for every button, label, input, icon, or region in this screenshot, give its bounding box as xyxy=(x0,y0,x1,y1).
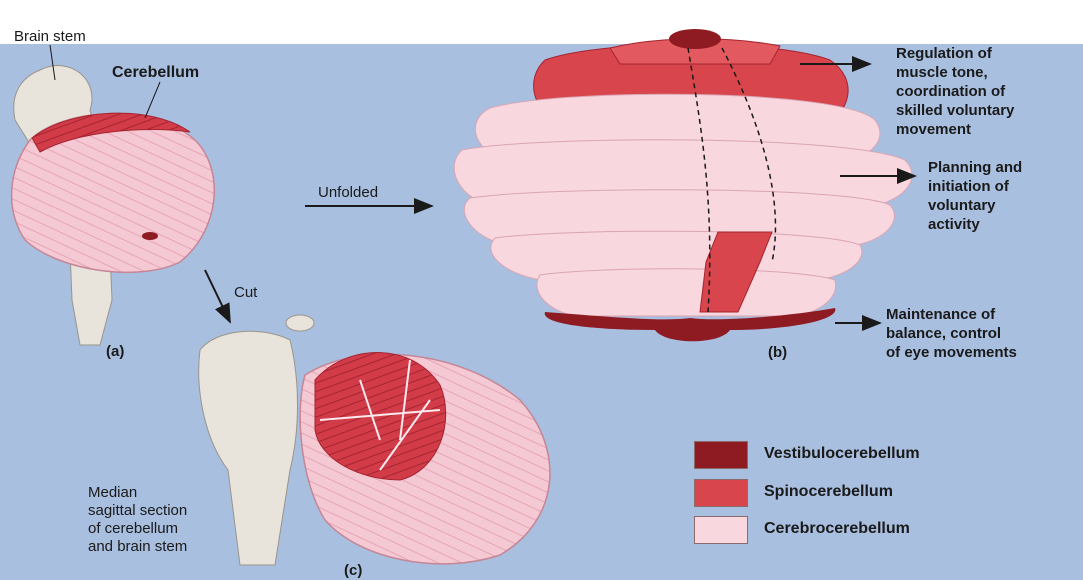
median-section-caption: Median sagittal section of cerebellum an… xyxy=(88,484,187,556)
balance-callout: Maintenance of balance, control of eye m… xyxy=(886,305,1017,362)
legend-label-vestibulo: Vestibulocerebellum xyxy=(764,445,920,463)
muscle-tone-callout: Regulation of muscle tone, coordination … xyxy=(896,44,1014,139)
brain-stem-label: Brain stem xyxy=(14,28,86,45)
cut-label: Cut xyxy=(234,284,257,301)
legend-swatch-spino xyxy=(694,479,748,507)
vermis-notch xyxy=(142,232,158,240)
cerebellum-label: Cerebellum xyxy=(112,64,199,82)
panel-c-label: (c) xyxy=(344,562,362,579)
legend-swatch-vestibulo xyxy=(694,441,748,469)
planning-callout: Planning and initiation of voluntary act… xyxy=(928,158,1022,234)
panel-a-label: (a) xyxy=(106,343,124,360)
section-colliculus xyxy=(286,315,314,331)
legend-label-spino: Spinocerebellum xyxy=(764,483,893,501)
unfolded-label: Unfolded xyxy=(318,184,378,201)
unfolded-vestibulo-top xyxy=(669,29,721,49)
legend-swatch-cerebro xyxy=(694,516,748,544)
legend-label-cerebro: Cerebrocerebellum xyxy=(764,520,910,538)
panel-b-label: (b) xyxy=(768,344,787,361)
unfolded-cerebro-5 xyxy=(537,269,836,316)
